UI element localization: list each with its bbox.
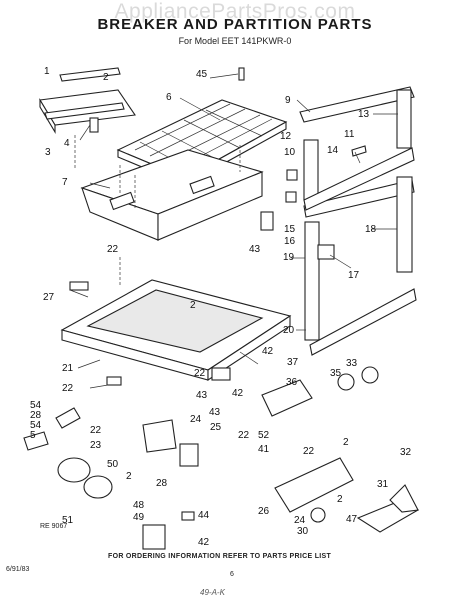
callout-4: 4	[64, 138, 70, 149]
handwritten-mark: 49-A-K	[200, 588, 225, 597]
callout-43: 43	[249, 244, 261, 255]
callout-38: 37	[287, 357, 299, 368]
callout-37: 36	[286, 377, 298, 388]
callout-7: 7	[62, 177, 68, 188]
callout-15: 14	[327, 145, 339, 156]
callout-50: 50	[107, 459, 119, 470]
small-hardware-parts	[260, 145, 367, 260]
callout-24b: 22	[194, 368, 206, 379]
callout-45: 45	[196, 69, 208, 80]
callout-24d: 22	[238, 430, 250, 441]
callout-33: 32	[400, 447, 412, 458]
callout-44: 44	[198, 510, 210, 521]
ordering-note: FOR ORDERING INFORMATION REFER TO PARTS …	[108, 553, 332, 560]
callout-32: 30	[297, 526, 309, 537]
screw-part-4	[79, 117, 99, 141]
callout-numbers: 1 2 3 4 6 7 45 9 13 12 11 10 14 15 16 18…	[30, 66, 412, 548]
leader-lines	[69, 73, 398, 389]
callout-48: 48	[133, 500, 145, 511]
callout-42b: 43	[209, 407, 221, 418]
callout-1: 1	[44, 66, 50, 77]
right-breaker-strips	[299, 86, 417, 356]
page-title: BREAKER AND PARTITION PARTS	[97, 16, 373, 33]
tray-part-22	[60, 279, 292, 386]
callout-28a: 28	[30, 410, 42, 421]
callout-2e: 2	[337, 494, 343, 505]
callout-14: 13	[358, 109, 370, 120]
callout-24a: 22	[107, 244, 119, 255]
model-subtitle: For Model EET 141PKWR-0	[178, 36, 292, 46]
clip-part-45	[238, 67, 245, 81]
callout-2d: 2	[126, 471, 132, 482]
callout-24c: 22	[90, 425, 102, 436]
watermark: AppliancePartsPros.com	[114, 0, 356, 23]
callout-3: 3	[45, 147, 51, 158]
callout-39: 42	[262, 346, 274, 357]
callout-26: 24	[190, 414, 202, 425]
callout-24e: 22	[303, 446, 315, 457]
callout-28b: 28	[156, 478, 168, 489]
callout-41b: 42	[198, 537, 210, 548]
callout-16: 17	[348, 270, 360, 281]
callout-30: 26	[258, 506, 270, 517]
callout-36: 35	[330, 368, 342, 379]
callout-35: 33	[346, 358, 358, 369]
callout-19: 19	[283, 252, 295, 263]
callout-9: 9	[285, 95, 291, 106]
callout-41a: 42	[232, 388, 244, 399]
callout-27: 25	[210, 422, 222, 433]
control-assemblies	[23, 366, 420, 550]
callout-51: 51	[62, 515, 74, 526]
callout-54: 54	[30, 420, 42, 431]
callout-22: 21	[62, 363, 74, 374]
callout-25: 23	[90, 440, 102, 451]
callout-13: 11	[344, 129, 355, 140]
callout-6: 6	[166, 92, 172, 103]
callout-49: 49	[133, 512, 145, 523]
callout-29: 27	[43, 292, 55, 303]
page-number: 6	[230, 571, 234, 578]
callout-2b: 2	[190, 300, 196, 311]
callout-2c: 2	[343, 437, 349, 448]
callout-20: 20	[283, 325, 295, 336]
callout-31: 31	[377, 479, 389, 490]
breaker-strip-part	[39, 67, 136, 134]
callout-40: 41	[258, 444, 270, 455]
callout-52: 52	[258, 430, 270, 441]
reference-code: RE 9067	[40, 523, 68, 530]
callout-23: 22	[62, 383, 74, 394]
callout-18: 18	[365, 224, 377, 235]
callout-17: 16	[284, 236, 296, 247]
callout-5: 5	[30, 430, 36, 441]
callout-12: 12	[280, 131, 292, 142]
callout-42a: 43	[196, 390, 208, 401]
callout-2a: 2	[103, 72, 109, 83]
breaker-housing-part	[80, 145, 264, 241]
callout-53: 54	[30, 400, 42, 411]
callout-21: 24	[294, 515, 306, 526]
callout-11: 15	[284, 224, 296, 235]
callout-10: 10	[284, 147, 296, 158]
callout-47: 47	[346, 514, 358, 525]
date-code: 6/91/83	[6, 566, 30, 573]
